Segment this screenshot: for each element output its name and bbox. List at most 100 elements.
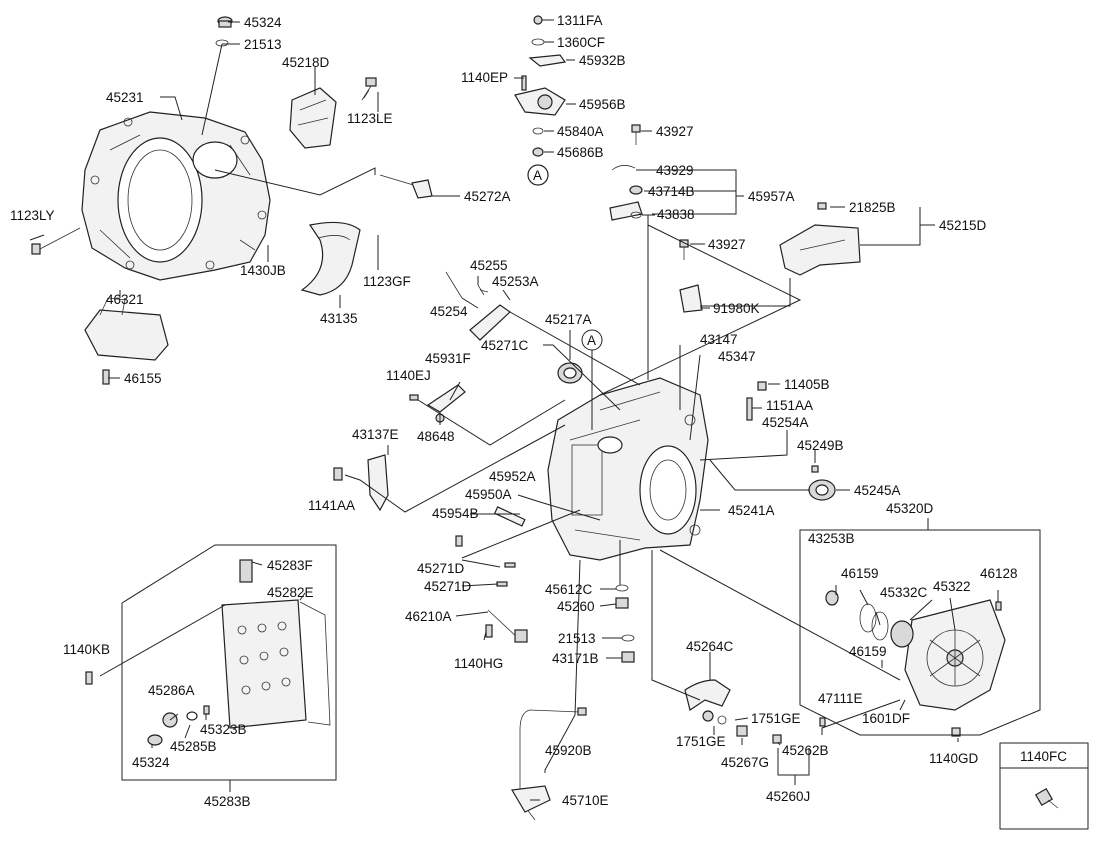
filter-part (84, 297, 169, 361)
shift-lever-parts (609, 124, 643, 221)
label-91980K: 91980K (713, 301, 760, 316)
label-45254A: 45254A (762, 415, 809, 430)
label-21513: 21513 (558, 631, 596, 646)
bolt-part (31, 227, 81, 255)
label-43714B: 43714B (648, 184, 695, 199)
bolt-part (85, 671, 93, 685)
bracket-part (289, 87, 337, 149)
rod-part (379, 174, 433, 199)
label-46210A: 46210A (405, 609, 452, 624)
label-45271C: 45271C (481, 338, 529, 353)
control-cable-part (511, 707, 587, 821)
rear-cover-part (825, 590, 1006, 711)
label-1140EJ: 1140EJ (386, 368, 431, 383)
mount-bracket-part (779, 202, 861, 276)
label-1123LE: 1123LE (347, 111, 393, 126)
label-43838: 43838 (657, 207, 695, 222)
plug-parts (615, 584, 635, 663)
label-45952A: 45952A (489, 469, 536, 484)
label-1140HG: 1140HG (454, 656, 503, 671)
label-45931F: 45931F (425, 351, 471, 366)
oil-pipe-parts (485, 562, 528, 643)
label-1430JB: 1430JB (240, 263, 286, 278)
label-45218D: 45218D (282, 55, 330, 70)
converter-housing-part (81, 111, 271, 281)
seal-part (557, 362, 583, 384)
label-A-marker: A (587, 333, 596, 348)
label-1141AA: 1141AA (308, 498, 355, 513)
label-45260: 45260 (557, 599, 595, 614)
label-43147: 43147 (700, 332, 738, 347)
group-frames (121, 518, 1089, 830)
label-1751GE: 1751GE (751, 711, 801, 726)
label-45255: 45255 (470, 258, 508, 273)
label-45950A: 45950A (465, 487, 512, 502)
label-21513: 21513 (244, 37, 282, 52)
label-45954B: 45954B (432, 506, 479, 521)
label-45241A: 45241A (728, 503, 775, 518)
label-A-marker: A (533, 168, 542, 183)
label-43927: 43927 (708, 237, 746, 252)
label-45286A: 45286A (148, 683, 195, 698)
label-47111E: 47111E (818, 691, 863, 706)
seal-part (808, 465, 836, 501)
label-45322: 45322 (933, 579, 971, 594)
label-45840A: 45840A (557, 124, 604, 139)
label-45231: 45231 (106, 90, 144, 105)
label-48648: 48648 (417, 429, 455, 444)
label-45271D: 45271D (417, 561, 465, 576)
bolt-part (1034, 787, 1059, 809)
label-45215D: 45215D (939, 218, 987, 233)
label-43253B: 43253B (808, 531, 855, 546)
shield-part (300, 221, 361, 296)
valve-body-part (221, 559, 331, 729)
label-45332C: 45332C (880, 585, 928, 600)
label-1601DF: 1601DF (862, 711, 910, 726)
label-45245A: 45245A (854, 483, 901, 498)
label-43135: 43135 (320, 311, 358, 326)
label-43927: 43927 (656, 124, 694, 139)
marker-A-circle (581, 329, 603, 351)
bolt-part (333, 467, 343, 481)
label-45324: 45324 (132, 755, 170, 770)
label-1140GD: 1140GD (929, 751, 979, 766)
guide-part (367, 454, 389, 512)
transmission-case-part (547, 377, 709, 561)
label-46155: 46155 (124, 371, 162, 386)
label-45932B: 45932B (579, 53, 626, 68)
label-1140KB: 1140KB (63, 642, 110, 657)
label-46159: 46159 (849, 644, 887, 659)
label-45285B: 45285B (170, 739, 217, 754)
label-11405B: 11405B (784, 377, 830, 392)
label-43929: 43929 (656, 163, 694, 178)
label-43171B: 43171B (552, 651, 599, 666)
shaft-parts (455, 506, 526, 547)
label-45217A: 45217A (545, 312, 592, 327)
label-45264C: 45264C (686, 639, 734, 654)
label-43137E: 43137E (352, 427, 399, 442)
label-21825B: 21825B (849, 200, 896, 215)
leader-lines (29, 19, 999, 801)
label-45686B: 45686B (557, 145, 604, 160)
label-45320D: 45320D (886, 501, 934, 516)
label-1360CF: 1360CF (557, 35, 605, 50)
label-46321: 46321 (106, 292, 144, 307)
label-45282E: 45282E (267, 585, 314, 600)
label-45260J: 45260J (766, 789, 810, 804)
pin-part (746, 381, 767, 421)
label-45249B: 45249B (797, 438, 844, 453)
label-45253A: 45253A (492, 274, 539, 289)
label-1311FA: 1311FA (557, 13, 603, 28)
speed-sensor-part (514, 54, 567, 116)
label-45267G: 45267G (721, 755, 769, 770)
label-1123LY: 1123LY (10, 208, 55, 223)
label-45283F: 45283F (267, 558, 313, 573)
label-45272A: 45272A (464, 189, 511, 204)
label-45254: 45254 (430, 304, 468, 319)
label-45347: 45347 (718, 349, 756, 364)
label-1151AA: 1151AA (766, 398, 813, 413)
label-45920B: 45920B (545, 743, 592, 758)
label-45262B: 45262B (782, 743, 829, 758)
label-45710E: 45710E (562, 793, 609, 808)
